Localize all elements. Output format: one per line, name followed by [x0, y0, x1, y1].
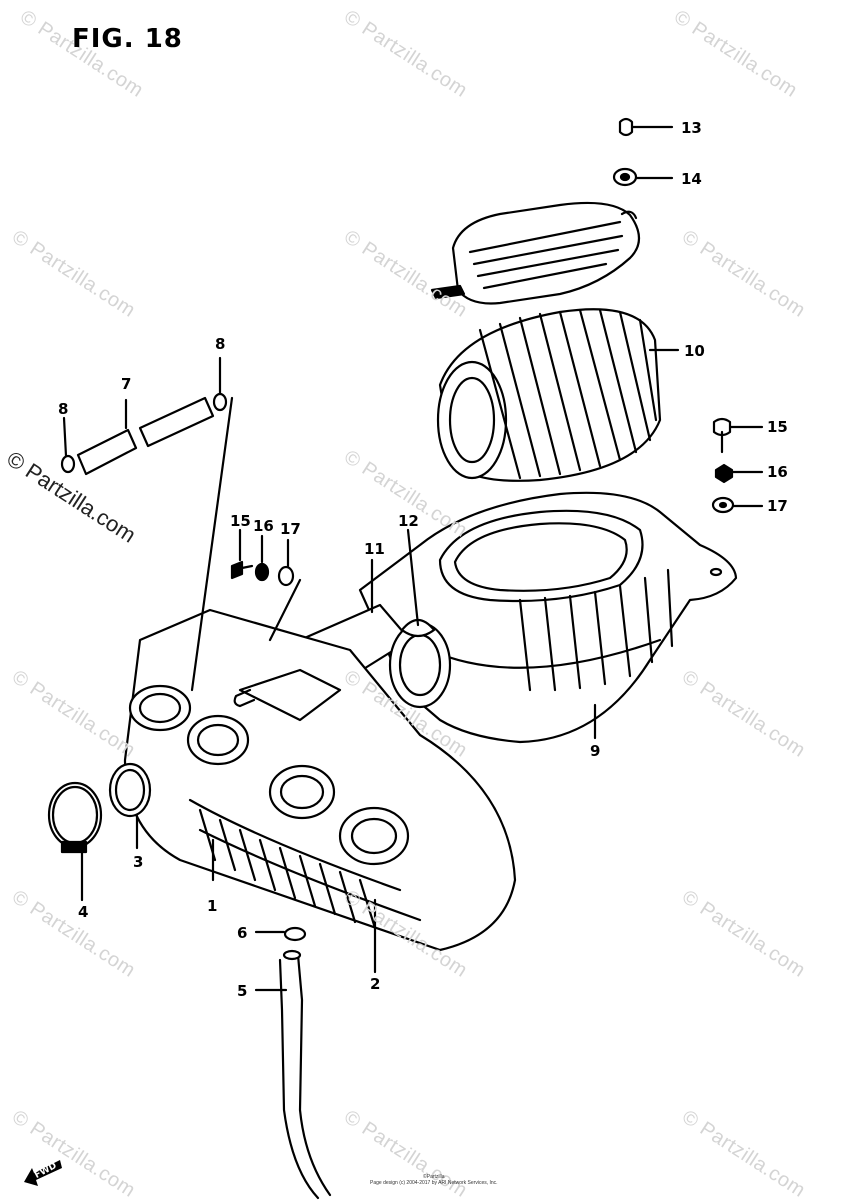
breather-hose-7-icon	[76, 396, 215, 476]
callout-14: 14	[681, 170, 702, 188]
callout-5: 5	[237, 982, 248, 1000]
footer: ©Partzilla Page design (c) 2004-2017 by …	[370, 1174, 498, 1186]
callout-15-mid: 15	[230, 512, 251, 530]
callout-16-mid: 16	[253, 517, 274, 535]
callout-12: 12	[398, 512, 419, 530]
callout-15-right: 15	[767, 418, 788, 436]
footer-line2: Page design (c) 2004-2017 by ARI Network…	[370, 1180, 498, 1186]
callout-9: 9	[590, 742, 601, 760]
callout-2: 2	[370, 975, 381, 993]
filter-cover-icon	[430, 201, 641, 305]
callout-8-left: 8	[58, 400, 69, 418]
band-3-icon	[108, 762, 152, 850]
callout-17-mid: 17	[280, 520, 301, 538]
callout-10: 10	[684, 342, 705, 360]
footer-line1: ©Partzilla	[423, 1174, 445, 1180]
clamp-4-icon	[47, 781, 103, 902]
clip-6-icon	[254, 926, 307, 942]
callout-4: 4	[78, 903, 89, 921]
air-filter-element-icon	[436, 308, 680, 482]
bolt-15-icon	[712, 417, 764, 454]
bolt-15-mid-icon	[230, 528, 254, 580]
bolt-13-icon	[618, 117, 674, 137]
callout-8-right: 8	[215, 335, 226, 353]
clip-8-icon	[60, 356, 234, 692]
callout-11: 11	[364, 540, 385, 558]
grommet-14-icon	[612, 167, 674, 187]
nut-16-icon	[714, 463, 764, 484]
callout-13: 13	[681, 119, 702, 137]
figure-title: FIG. 18	[72, 24, 183, 54]
forward-arrow-icon	[24, 1160, 62, 1186]
air-cleaner-case-icon	[358, 491, 738, 744]
callout-16-right: 16	[767, 463, 788, 481]
clamp-12-icon	[400, 528, 436, 638]
intake-port-icon	[128, 684, 410, 866]
callout-1: 1	[207, 897, 218, 915]
washer-17-mid-icon	[268, 538, 302, 642]
callout-6: 6	[237, 924, 248, 942]
callout-3: 3	[133, 853, 144, 871]
washer-17-icon	[711, 496, 764, 514]
drain-hose-5-icon	[254, 949, 332, 1200]
callout-17-right: 17	[767, 497, 788, 515]
callout-7: 7	[121, 375, 132, 393]
nut-16-mid-icon	[254, 534, 270, 582]
